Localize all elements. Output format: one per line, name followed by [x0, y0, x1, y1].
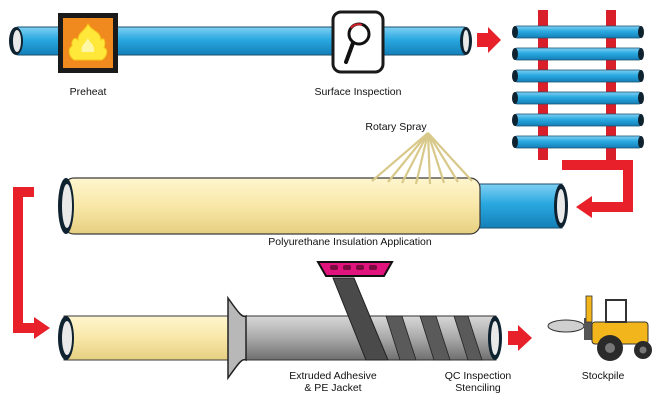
pipe-row-3 — [58, 277, 502, 381]
label-extruded-line1: Extruded Adhesive — [289, 370, 377, 382]
label-extruded-adhesive: Extruded Adhesive & PE Jacket — [278, 370, 388, 394]
label-preheat: Preheat — [69, 86, 107, 98]
label-surface-inspection: Surface Inspection — [314, 86, 402, 98]
surface-inspection-box — [331, 10, 385, 74]
label-qc-line2: Stenciling — [455, 382, 501, 394]
arrow-to-stockpile — [508, 325, 532, 351]
label-rotary-spray: Rotary Spray — [365, 121, 427, 133]
pipe-rack — [512, 10, 644, 160]
arrow-rack-to-row2 — [562, 160, 633, 212]
arrow-row2-to-row3 — [13, 187, 38, 333]
label-insulation: Polyurethane Insulation Application — [268, 236, 432, 248]
label-qc-inspection: QC Inspection Stenciling — [438, 370, 518, 394]
label-stockpile: Stockpile — [581, 370, 625, 382]
magnifier-icon — [344, 22, 371, 64]
tractor-icon — [547, 295, 652, 361]
pipe-row-2 — [58, 177, 568, 235]
label-qc-line1: QC Inspection — [444, 370, 512, 382]
preheat-box — [58, 13, 118, 73]
rotary-spray — [371, 132, 473, 185]
label-extruded-line2: & PE Jacket — [304, 382, 362, 394]
flame-icon — [68, 22, 108, 61]
extruder-head — [316, 261, 394, 277]
arrow-to-rack — [477, 27, 501, 53]
